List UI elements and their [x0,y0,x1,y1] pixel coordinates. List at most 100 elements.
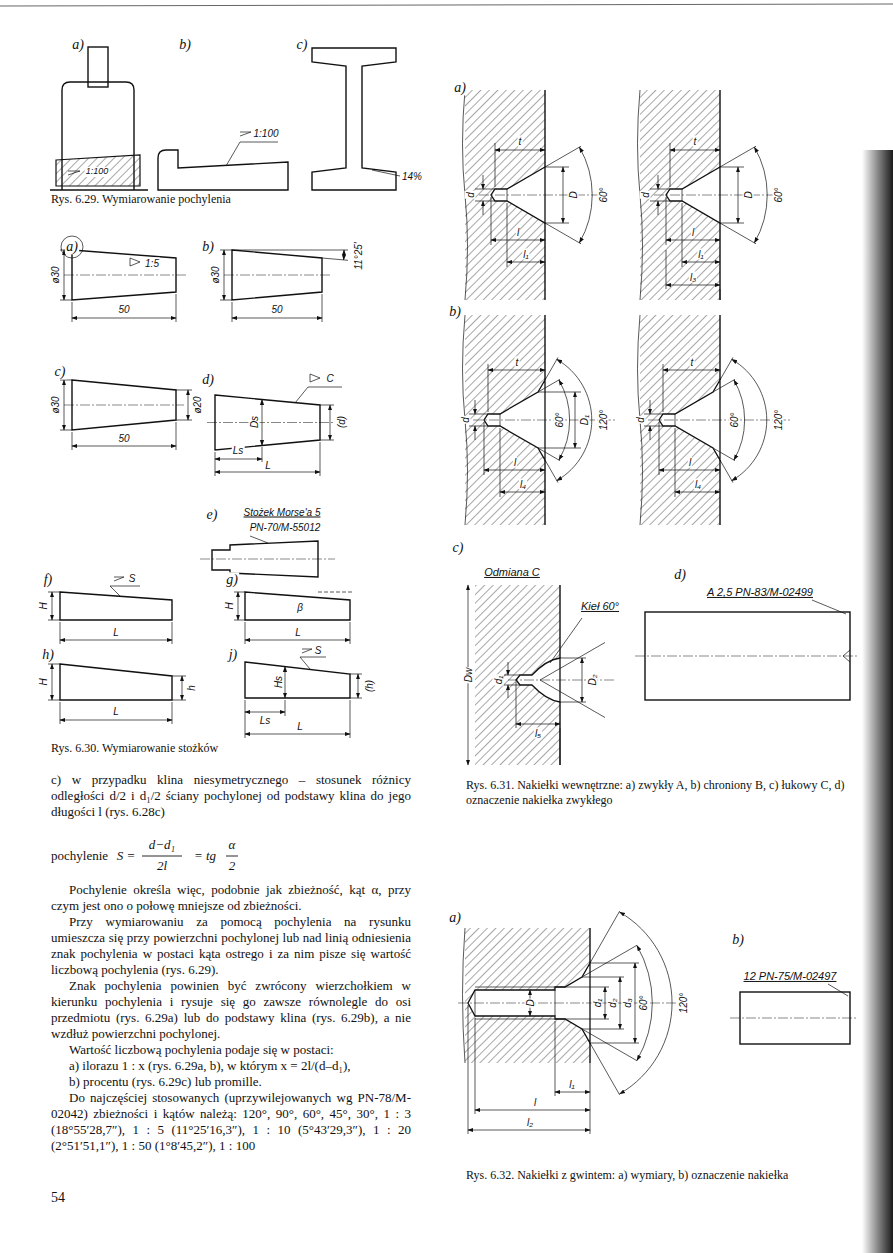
dimension-text: d [460,416,471,424]
formula-text: = tg [193,849,217,863]
wedge-drawing [238,592,239,620]
dimension-text: 120° [773,409,784,432]
cone-drawing [60,250,176,322]
shaft-drawing [730,984,858,1044]
dimension-text: L [264,460,272,471]
cone-drawing [232,318,322,319]
scan-edge [862,150,893,1253]
cone-drawing [224,275,332,276]
figure-letter: a) [453,80,467,95]
dimension-text: l₂ [526,1117,534,1128]
dimension-text: l [691,227,695,238]
cone-drawing [220,250,348,322]
dimension-text: D₂ [587,673,598,686]
wedge-drawing [245,662,350,698]
wedge-drawing [158,150,288,190]
dimension-text: L [294,627,302,638]
formula-text: S = [116,849,137,863]
center-hole-c-drawing [516,724,560,725]
formula-bars [226,856,238,857]
dimension-text: l [516,227,520,238]
center-hole-drawing [720,289,721,300]
hub-drawing [56,155,140,186]
cone-drawing [64,250,65,300]
dimension-text: t [518,136,523,147]
figure-letter: a) [448,910,462,925]
figure-letter: g) [225,572,239,587]
dimension-text: ø20 [192,395,203,414]
wedge-drawing [234,592,350,644]
figure-letter: d) [201,372,215,387]
figure-letter: e) [206,507,219,522]
wedge-drawing [245,712,285,713]
body-text: Do najczęściej stosowanych (uprzywilejow… [50,1090,412,1154]
center-hole-drawing [638,90,781,300]
cone-drawing [64,380,65,430]
dimension-text: d₃ [622,997,633,1009]
dimension-text: Ls [259,715,272,726]
threaded-center-hole-drawing [555,1092,590,1093]
center-hole-drawing [463,90,606,300]
shaft-drawing [635,656,858,657]
cone-drawing [72,446,176,447]
dimension-text: l [513,457,517,468]
dimension-text: 50 [117,433,130,444]
dimension-text: 120° [598,409,609,432]
wedge-drawing [48,586,172,644]
formula-bars [142,856,182,857]
dimension-text: Ds [249,415,260,429]
wedge-drawing [318,592,352,593]
formula-text: 2 [228,859,237,873]
threaded-center-hole-drawing [637,946,652,1061]
dimension-text: l₁ [522,249,529,260]
threaded-center-hole-drawing [465,928,590,1063]
formula-text: 2l [156,859,168,873]
shaft-drawing [200,559,335,560]
dimension-text: D₁ [579,414,590,426]
dimension-text: Dw [463,667,474,683]
body-text: Wartość liczbową pochylenia podaje się w… [50,1042,412,1058]
threaded-center-hole-drawing [605,987,606,1019]
shaft-drawing [730,1018,858,1019]
center-hole-drawing [575,392,576,448]
wedge-drawing [60,640,172,641]
dimension-text: t [515,357,520,368]
cone-drawing [60,236,348,476]
threaded-center-hole-drawing [635,963,636,1043]
center-hole-c-drawing [508,662,509,675]
dimension-text: l₃ [689,272,697,283]
dimension-text: 1:100 [85,167,110,177]
dimension-text: Hs [273,675,284,689]
dimension-text: 11°25′ [353,241,364,270]
cone-drawing [330,405,331,440]
cone-drawing [64,405,184,406]
cone-drawing [64,275,186,276]
dimension-text: 1:100 [252,128,279,139]
dimension-text: 60° [598,186,609,203]
center-hole-drawing [666,285,720,286]
dimension-text: 14% [401,171,423,182]
body-text: c) w przypadku klina niesymetrycznego – … [50,772,412,820]
dimension-text: 60° [729,411,740,428]
figure-caption: Rys. 6.32. Nakiełki z gwintem: a) wymiar… [465,1168,852,1183]
figure-letter: h) [41,647,55,662]
cone-drawing [61,236,83,258]
page-number: 54 [50,1190,66,1205]
dimension-text: l₁ [568,1079,575,1090]
body-text: Przy wymiarowaniu za pomocą pochylenia n… [50,914,412,978]
wedge-drawing [226,142,278,166]
dimension-text: Ls [232,445,245,456]
body-text: Znak pochylenia powinien być zwrócony wi… [50,978,412,1042]
wedge-drawing [52,664,53,700]
body-text: b) procentu (rys. 6.29c) lub promille. [50,1074,412,1090]
center-hole-c-drawing [582,658,583,702]
wedge-drawing [48,577,362,738]
cone-drawing [215,459,262,460]
figure-letter: f) [43,572,54,587]
threaded-center-hole-drawing [463,928,466,1063]
shaft-drawing [200,536,335,577]
dimension-text: d₂ [607,997,618,1008]
dimension-text: 60° [638,994,649,1011]
dimension-text: t [693,136,698,147]
cone-drawing [72,318,176,319]
